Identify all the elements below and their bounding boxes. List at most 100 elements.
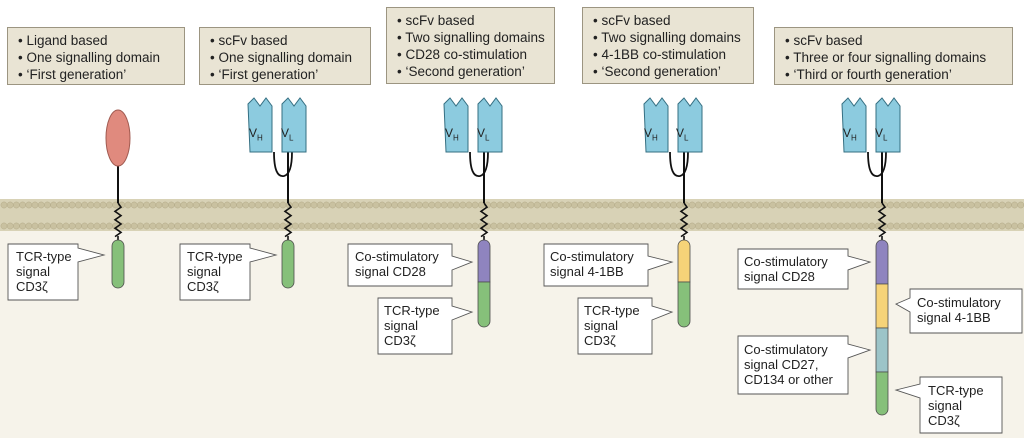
lipid-head <box>223 201 231 209</box>
lipid-head <box>657 201 665 209</box>
lipid-head <box>316 222 324 230</box>
lipid-head <box>595 201 603 209</box>
lipid-head <box>422 222 429 230</box>
lipid-head <box>440 222 448 230</box>
lipid-head <box>571 222 578 230</box>
lipid-head <box>967 201 975 209</box>
lipid-head <box>502 201 510 209</box>
lipid-head <box>595 222 603 230</box>
callout-cd3z-text: TCR-type signal CD3ζ <box>187 249 243 294</box>
lipid-head <box>688 222 696 230</box>
lipid-head <box>670 201 677 209</box>
lipid-head <box>521 222 529 230</box>
lipid-head <box>930 201 938 209</box>
lipid-head <box>6 201 14 209</box>
lipid-head <box>205 222 212 230</box>
lipid-head <box>850 222 857 230</box>
lipid-head <box>974 201 981 209</box>
lipid-head <box>37 201 45 209</box>
callout-cd3z-text: TCR-type signal CD3ζ <box>384 303 440 348</box>
lipid-head <box>87 222 95 230</box>
header-line: • Two signalling domains <box>397 30 545 45</box>
header-line: • One signalling domain <box>18 50 161 65</box>
lipid-head <box>292 201 299 209</box>
lipid-head <box>564 201 572 209</box>
lipid-head <box>521 201 529 209</box>
lipid-head <box>980 222 987 230</box>
lipid-head <box>608 201 615 209</box>
lipid-head <box>837 222 845 230</box>
lipid-head <box>192 201 200 209</box>
cd3z-domain <box>111 239 125 289</box>
lipid-head <box>180 201 188 209</box>
lipid-head <box>788 222 795 230</box>
lipid-head <box>905 222 913 230</box>
lipid-head <box>422 201 429 209</box>
lipid-head <box>577 222 584 230</box>
lipid-head <box>205 201 212 209</box>
lipid-head <box>267 222 274 230</box>
lipid-head <box>304 222 312 230</box>
lipid-head <box>831 222 839 230</box>
cd3z-domain <box>677 281 691 328</box>
vl-domain <box>677 97 703 153</box>
lipid-head <box>81 201 88 209</box>
vl-label: VL <box>676 126 689 143</box>
lipid-head <box>87 201 95 209</box>
lipid-head <box>347 222 355 230</box>
lipid-head <box>93 201 101 209</box>
lipid-head <box>403 201 411 209</box>
callout-box <box>179 243 278 301</box>
lipid-head <box>471 222 479 230</box>
vh-label: VH <box>843 126 857 143</box>
lipid-head <box>577 201 584 209</box>
lipid-head <box>887 222 894 230</box>
ligand-binding-domain <box>105 109 131 167</box>
lipid-head <box>471 201 479 209</box>
lipid-head <box>974 222 981 230</box>
lipid-head <box>273 201 281 209</box>
4-1bb-domain <box>875 283 889 329</box>
lipid-head <box>397 222 405 230</box>
lipid-head <box>242 201 250 209</box>
lipid-head <box>347 201 355 209</box>
cd28-domain <box>477 239 491 283</box>
header-box-cd28-second-gen: • scFv based • Two signalling domains • … <box>386 7 555 84</box>
lipid-head <box>695 201 702 209</box>
lipid-head <box>310 201 318 209</box>
lipid-head <box>645 222 653 230</box>
lipid-head <box>750 222 758 230</box>
lipid-head <box>620 201 628 209</box>
lipid-head <box>19 222 26 230</box>
header-line: • ‘Second generation’ <box>593 64 721 79</box>
lipid-head <box>800 201 808 209</box>
lipid-head <box>546 201 553 209</box>
lipid-head <box>242 222 250 230</box>
vl-label: VL <box>477 126 490 143</box>
lipid-head <box>800 222 808 230</box>
lipid-head <box>763 201 770 209</box>
lipid-head <box>608 222 615 230</box>
lipid-head <box>843 201 851 209</box>
lipid-head <box>186 201 194 209</box>
lipid-head <box>657 222 665 230</box>
lipid-head <box>602 222 609 230</box>
callout-box <box>894 376 1003 434</box>
lipid-head <box>298 222 305 230</box>
cd3z-domain <box>281 239 295 289</box>
lipid-head <box>738 201 746 209</box>
lipid-head <box>248 222 256 230</box>
lipid-head <box>329 222 336 230</box>
lipid-head <box>1005 201 1012 209</box>
lipid-head <box>744 222 752 230</box>
lipid-head <box>124 222 132 230</box>
transmembrane-domain <box>283 202 293 238</box>
lipid-head <box>769 201 777 209</box>
lipid-head <box>812 201 820 209</box>
lipid-head <box>912 222 919 230</box>
callout-41bb-text: Co-stimulatory signal 4-1BB <box>917 295 1001 325</box>
lipid-head <box>490 222 498 230</box>
lipid-head <box>558 201 566 209</box>
